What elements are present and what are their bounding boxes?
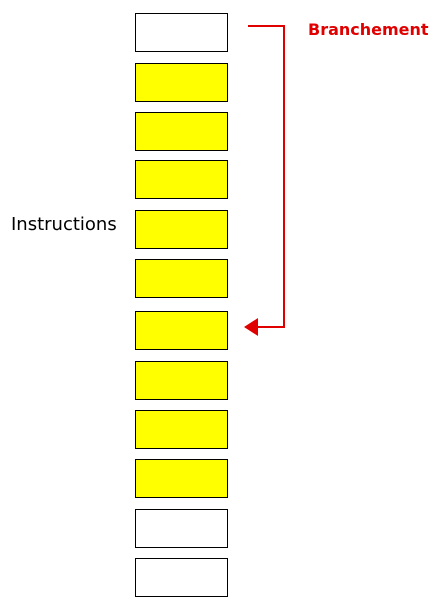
instruction-box <box>135 259 228 298</box>
branch-arrow-line <box>248 25 285 328</box>
instruction-box <box>135 509 228 548</box>
instruction-box <box>135 410 228 449</box>
instruction-box <box>135 459 228 498</box>
instruction-box <box>135 63 228 102</box>
instruction-box <box>135 311 228 350</box>
instruction-box <box>135 210 228 249</box>
branch-label: Branchement <box>308 20 429 39</box>
instruction-box <box>135 112 228 151</box>
instruction-box <box>135 361 228 400</box>
instructions-label: Instructions <box>11 214 117 235</box>
instruction-box <box>135 13 228 52</box>
branch-arrow-head <box>244 318 258 336</box>
instruction-box <box>135 558 228 597</box>
instruction-box <box>135 160 228 199</box>
